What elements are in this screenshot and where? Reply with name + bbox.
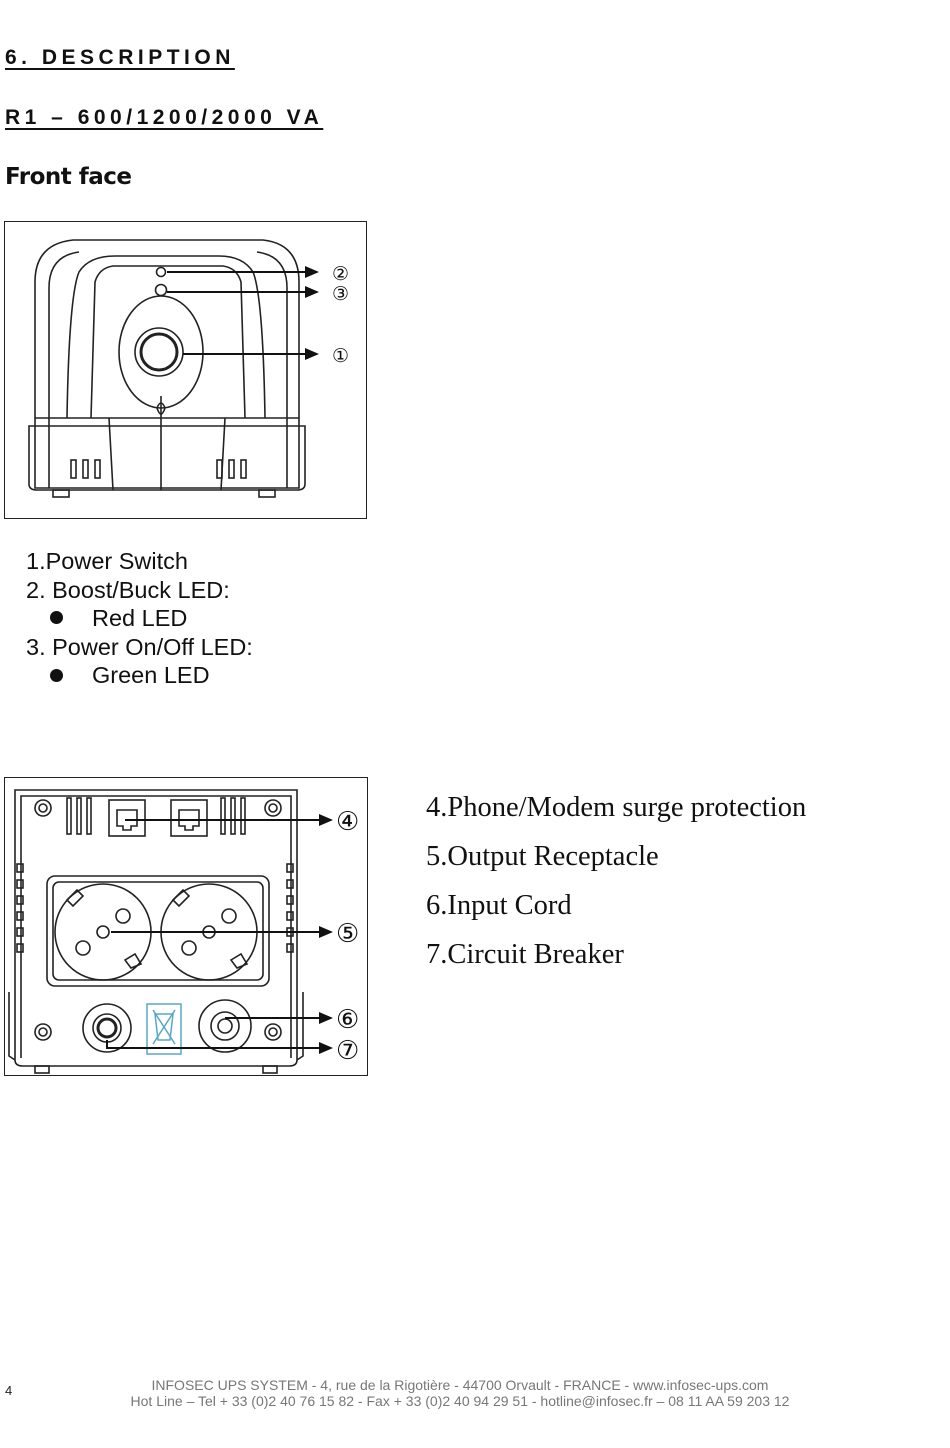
callout-3: ③ (332, 283, 349, 305)
list-item: Green LED (26, 661, 253, 690)
front-face-heading: Front face (5, 164, 132, 190)
callout-2: ② (332, 263, 349, 285)
footer-address: INFOSEC UPS SYSTEM - 4, rue de la Rigoti… (151, 1377, 769, 1393)
front-face-drawing: ② ③ ① (28, 239, 349, 498)
callout-7: ⑦ (336, 1036, 359, 1066)
list-item: 2. Boost/Buck LED: (26, 576, 230, 603)
front-components-list: 1.Power Switch 2. Boost/Buck LED: Red LE… (26, 547, 253, 690)
model-heading: R1 – 600/1200/2000 VA (5, 106, 324, 129)
weee-recycle-icon (146, 1003, 182, 1055)
section-heading: 6. DESCRIPTION (5, 46, 235, 69)
list-item: 7.Circuit Breaker (426, 939, 624, 970)
callout-1: ① (332, 345, 349, 367)
list-item: 4.Phone/Modem surge protection (426, 792, 807, 823)
rear-components-list: 4.Phone/Modem surge protection 5.Output … (426, 783, 806, 979)
callout-4: ④ (336, 807, 359, 837)
list-item: 3. Power On/Off LED: (26, 633, 253, 660)
bullet-text: Red LED (92, 605, 188, 632)
page-footer: INFOSEC UPS SYSTEM - 4, rue de la Rigoti… (60, 1377, 860, 1409)
front-face-figure: ② ③ ① (4, 221, 367, 519)
callout-5: ⑤ (336, 919, 359, 949)
bullet-text: Green LED (92, 662, 210, 689)
list-item: Red LED (26, 604, 253, 633)
bullet-icon (50, 611, 63, 625)
footer-contact: Hot Line – Tel + 33 (0)2 40 76 15 82 - F… (130, 1393, 790, 1409)
rear-panel-figure: ④ ⑤ ⑥ ⑦ (4, 777, 368, 1076)
bullet-icon (50, 668, 63, 682)
page-number: 4 (5, 1383, 13, 1398)
callout-6: ⑥ (336, 1005, 359, 1035)
list-item: 1.Power Switch (26, 548, 188, 574)
list-item: 6.Input Cord (426, 890, 572, 921)
list-item: 5.Output Receptacle (426, 841, 659, 872)
rear-panel-drawing: ④ ⑤ ⑥ ⑦ (8, 789, 359, 1074)
